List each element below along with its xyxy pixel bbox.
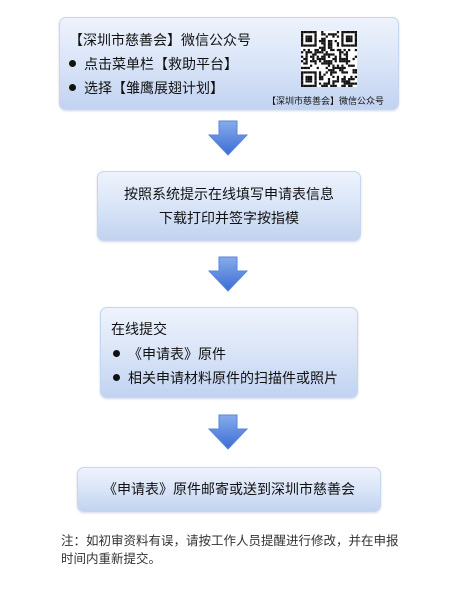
- arrow-down-icon: [208, 414, 248, 450]
- step-4-box: 《申请表》原件邮寄或送到深圳市慈善会: [77, 467, 381, 512]
- footnote: 注：如初审资料有误，请按工作人员提醒进行修改，并在申报时间内重新提交。: [61, 533, 399, 566]
- step-3-box: 在线提交 《申请表》原件 相关申请材料原件的扫描件或照片: [100, 307, 358, 398]
- step-3-title: 在线提交: [111, 322, 167, 338]
- arrow-down-icon: [208, 120, 248, 156]
- step-1-bullet-2-text: 选择【雏鹰展翅计划】: [84, 81, 224, 97]
- bullet-dot: [113, 374, 120, 381]
- step-3-bullet-2-text: 相关申请材料原件的扫描件或照片: [128, 371, 338, 387]
- step-1-bullet-1: 点击菜单栏【救助平台】: [69, 56, 238, 74]
- step-1-bullet-1-text: 点击菜单栏【救助平台】: [84, 57, 238, 73]
- step-3-bullet-2: 相关申请材料原件的扫描件或照片: [113, 370, 338, 388]
- qr-code-icon: [301, 31, 357, 87]
- step-3-bullet-1-text: 《申请表》原件: [128, 347, 226, 363]
- step-2-line-2: 下载打印并签字按指模: [159, 211, 299, 227]
- step-4-line-1: 《申请表》原件邮寄或送到深圳市慈善会: [103, 482, 355, 498]
- bullet-dot: [113, 350, 120, 357]
- bullet-dot: [69, 84, 76, 91]
- step-2-box: 按照系统提示在线填写申请表信息 下载打印并签字按指模: [97, 171, 361, 241]
- step-3-bullet-1: 《申请表》原件: [113, 346, 226, 364]
- arrow-down-icon: [208, 256, 248, 292]
- step-1-bullet-2: 选择【雏鹰展翅计划】: [69, 80, 224, 98]
- bullet-dot: [69, 60, 76, 67]
- qr-caption: 【深圳市慈善会】微信公众号: [267, 97, 385, 107]
- step-1-title: 【深圳市慈善会】微信公众号: [69, 33, 251, 49]
- step-1-box: 【深圳市慈善会】微信公众号 点击菜单栏【救助平台】 选择【雏鹰展翅计划】 【深圳…: [59, 17, 399, 110]
- step-2-line-1: 按照系统提示在线填写申请表信息: [124, 187, 334, 203]
